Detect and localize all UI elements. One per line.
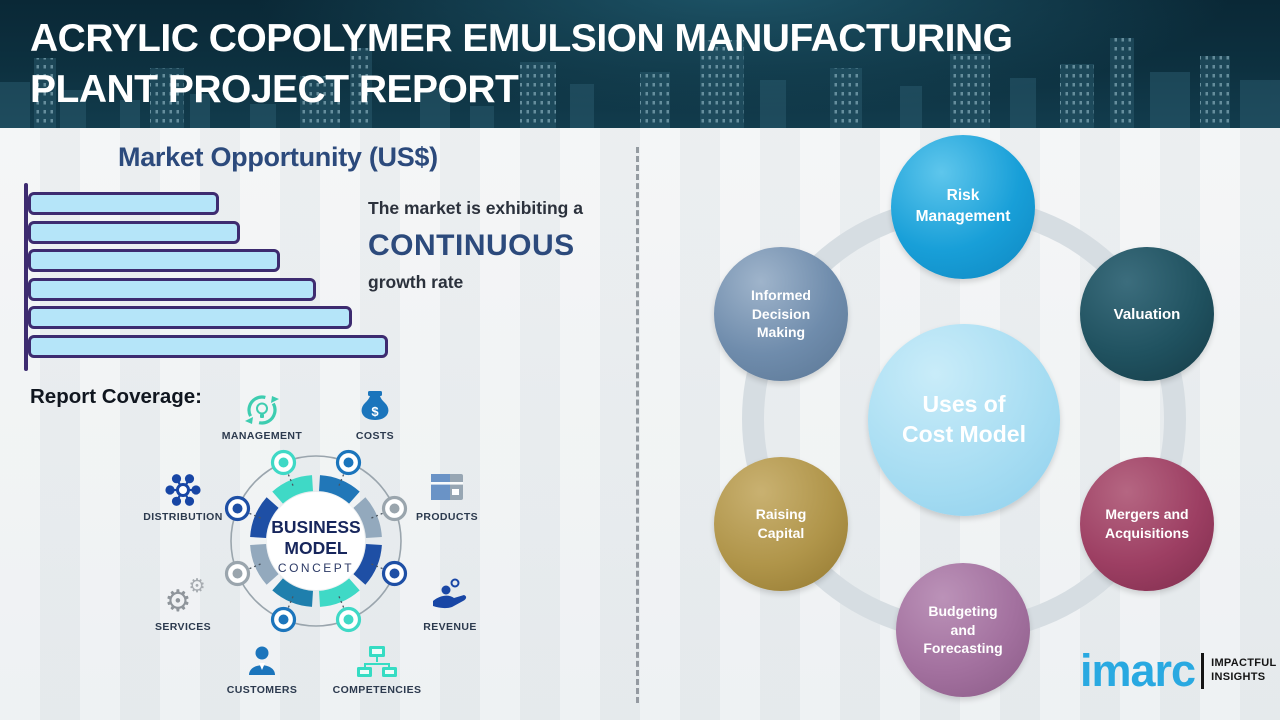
tagline-line1: IMPACTFUL	[1211, 656, 1277, 669]
bubble-label: Uses of Cost Model	[902, 391, 1026, 447]
coverage-item-label: REVENUE	[423, 621, 477, 633]
bubble-label: Informed Decision Making	[751, 286, 811, 341]
center-disc	[267, 492, 365, 590]
logo-tagline: IMPACTFUL INSIGHTS	[1211, 657, 1276, 685]
page-title-line1: ACRYLIC COPOLYMER EMULSION MANUFACTURING	[30, 17, 1013, 60]
svg-text:$: $	[371, 404, 379, 419]
vertical-dashed-divider	[636, 147, 639, 703]
header-banner: ACRYLIC COPOLYMER EMULSION MANUFACTURING…	[0, 0, 1280, 128]
imarc-logo: imarc IMPACTFUL INSIGHTS	[1080, 648, 1277, 693]
svg-text:⚙: ⚙	[165, 584, 192, 619]
report-coverage-label: Report Coverage:	[30, 385, 203, 408]
bubble-label: Risk Management	[915, 187, 1011, 225]
growth-note-line2: growth rate	[368, 272, 464, 292]
growth-note-emphasis: CONTINUOUS	[368, 229, 575, 262]
recycle-lightbulb-icon	[245, 395, 279, 425]
bubble-label: Budgeting and Forecasting	[923, 602, 1003, 657]
outer-circle	[230, 455, 402, 627]
bubble-label: Valuation	[1113, 305, 1181, 323]
bar-chart	[28, 192, 388, 363]
network-hub-icon	[165, 474, 201, 506]
growth-note: The market is exhibiting a CONTINUOUS gr…	[368, 198, 643, 293]
bubble-label: Raising Capital	[755, 506, 807, 541]
coverage-item-label: SERVICES	[155, 621, 211, 633]
business-model-title-line1: BUSINESS	[271, 517, 360, 537]
bar	[28, 334, 388, 358]
page-title-line2: PLANT PROJECT REPORT	[30, 67, 519, 111]
business-model-title-line2: MODEL	[284, 538, 348, 558]
coverage-item-label: CUSTOMERS	[227, 684, 298, 696]
coverage-item-label: COSTS	[356, 430, 394, 442]
business-model-diagram: BUSINESS MODEL CONCEPT MANAGEMENT $ COST…	[143, 391, 478, 696]
ring-nodes	[224, 449, 408, 633]
imarc-wordmark: imarc	[1080, 645, 1196, 696]
cost-model-bubble-mergers-acquisitions: Mergers and Acquisitions	[1080, 457, 1214, 591]
bar	[28, 277, 316, 301]
logo-separator	[1201, 652, 1205, 689]
dotted-connectors	[249, 474, 383, 608]
cost-model-bubble-risk-management: Risk Management	[891, 135, 1035, 279]
cost-model-bubble-informed-decision-making: Informed Decision Making	[714, 247, 848, 381]
svg-text:⚙: ⚙	[188, 575, 205, 597]
cost-model-center-bubble: Uses of Cost Model	[868, 324, 1060, 516]
bubble-label: Mergers and Acquisitions	[1104, 506, 1189, 541]
coverage-item-label: MANAGEMENT	[222, 430, 303, 442]
city-skyline-graphic	[0, 38, 1280, 128]
growth-note-line1: The market is exhibiting a	[368, 198, 583, 218]
coverage-item-label: COMPETENCIES	[333, 684, 422, 696]
bar	[28, 220, 240, 244]
segmented-ring	[250, 475, 382, 607]
bar	[28, 192, 219, 215]
person-icon	[249, 646, 275, 675]
bar-chart-axis	[24, 183, 28, 371]
market-opportunity-heading: Market Opportunity (US$)	[118, 142, 438, 172]
hand-coins-icon	[433, 578, 467, 609]
cost-model-bubble-budgeting-forecasting: Budgeting and Forecasting	[896, 563, 1030, 697]
money-bag-icon: $	[361, 391, 389, 420]
product-box-icon	[431, 474, 463, 500]
page-title: ACRYLIC COPOLYMER EMULSION MANUFACTURING…	[30, 14, 1013, 115]
coverage-item-label: PRODUCTS	[416, 511, 478, 523]
org-chart-icon	[357, 646, 397, 677]
business-model-title-line3: CONCEPT	[278, 561, 354, 575]
gears-icon: ⚙ ⚙	[165, 575, 206, 619]
cost-model-bubble-valuation: Valuation	[1080, 247, 1214, 381]
bar	[28, 249, 280, 272]
coverage-item-label: DISTRIBUTION	[143, 511, 222, 523]
bar	[28, 306, 352, 329]
tagline-line2: INSIGHTS	[1211, 670, 1266, 683]
cost-model-bubble-raising-capital: Raising Capital	[714, 457, 848, 591]
